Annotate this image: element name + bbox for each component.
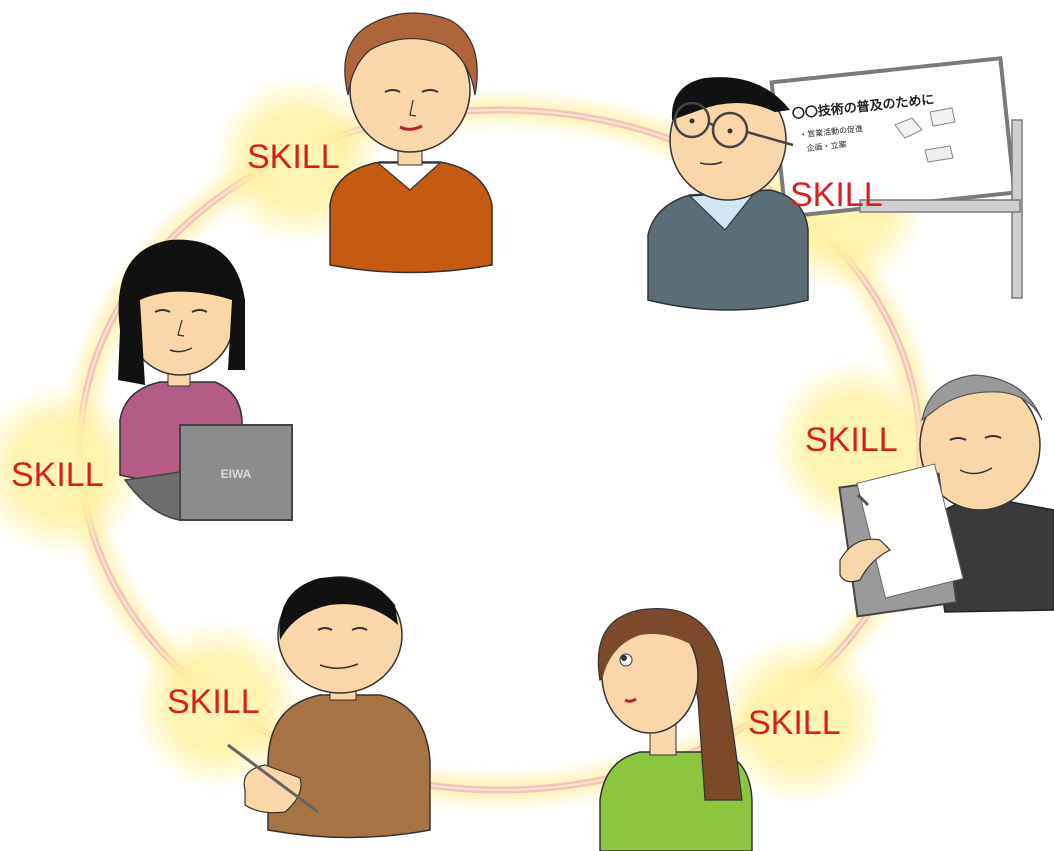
person-top-right-glasses <box>647 56 1023 311</box>
skill-label-bottom-right: SKILL <box>748 704 841 742</box>
skill-label-left: SKILL <box>11 456 104 494</box>
person-bottom-right-green <box>597 608 753 851</box>
person-right-clipboard <box>838 374 1054 618</box>
laptop-brand-text: EIWA <box>221 467 252 481</box>
skill-label-right: SKILL <box>805 421 898 459</box>
laptop: EIWA <box>123 424 293 521</box>
whiteboard-text: 〇〇技術の普及のために ・営業活動の促進 企画・立案 <box>791 92 935 154</box>
skill-label-top: SKILL <box>247 138 340 176</box>
person-left-laptop: EIWA <box>118 239 293 521</box>
person-bottom-left-pen <box>227 576 431 839</box>
whiteboard-line-2: 企画・立案 <box>806 139 847 153</box>
skill-label-top-right: SKILL <box>790 176 883 214</box>
skill-label-bottom-left: SKILL <box>167 683 260 721</box>
person-top-orange-sweater <box>329 12 493 274</box>
